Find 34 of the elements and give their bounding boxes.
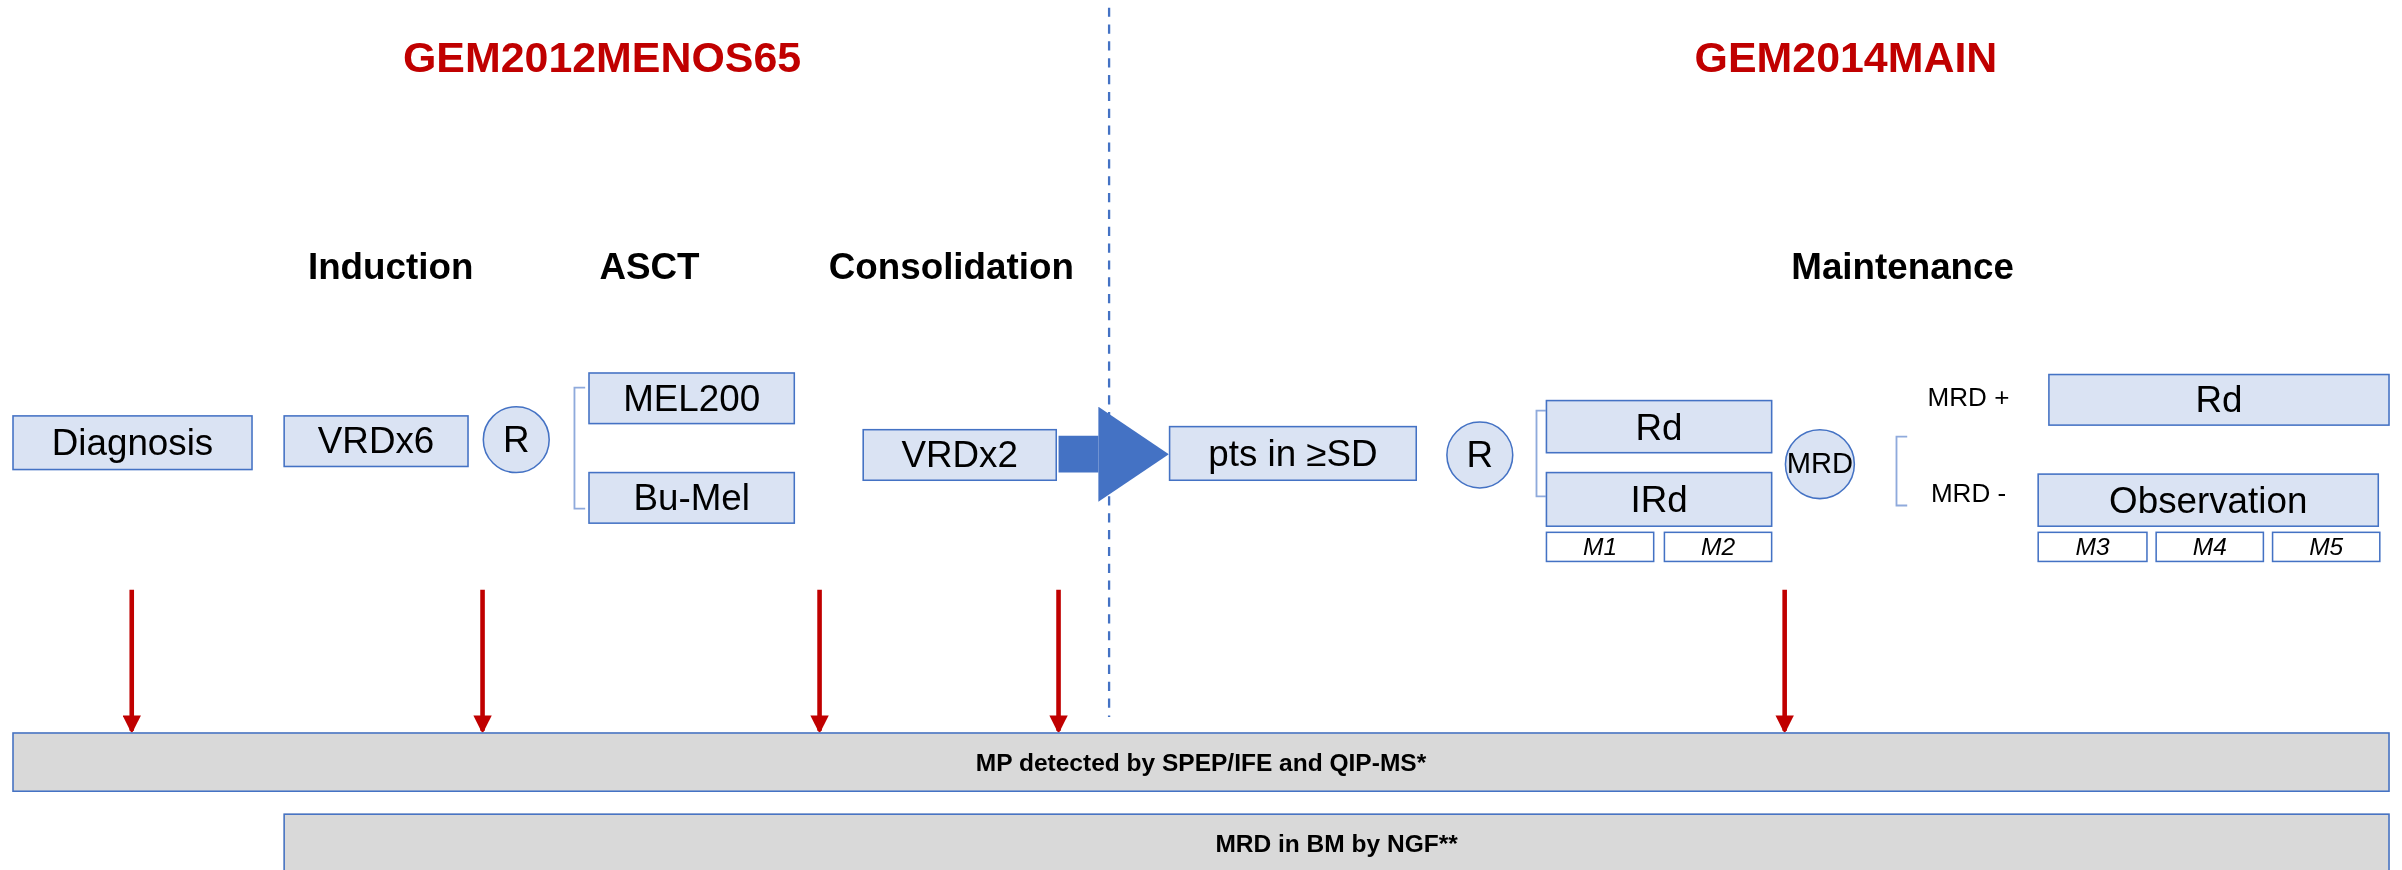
month-box: M3 [2037, 531, 2148, 563]
phase-heading: ASCT [599, 245, 700, 288]
arrow [810, 589, 829, 734]
process-box: Rd [2048, 373, 2390, 426]
randomization-circle: R [482, 405, 550, 474]
month-box: M5 [2271, 531, 2381, 563]
month-box: M1 [1545, 531, 1655, 563]
randomization-circle: MRD [1784, 428, 1856, 500]
process-box: pts in ≥SD [1168, 425, 1417, 481]
process-box: IRd [1545, 471, 1773, 527]
process-box: Observation [2037, 473, 2380, 527]
month-box: M2 [1663, 531, 1773, 563]
process-box: Rd [1545, 399, 1773, 454]
process-box: Diagnosis [12, 415, 253, 471]
branch-label: MRD - [1930, 479, 2007, 511]
process-box: MEL200 [588, 372, 796, 425]
month-box: M4 [2155, 531, 2265, 563]
phase-heading: Induction [307, 245, 474, 288]
process-box: Bu-Mel [588, 471, 796, 524]
phase-heading: Maintenance [1791, 245, 2014, 288]
study-title: GEM2012MENOS65 [402, 33, 802, 83]
arrow [1049, 589, 1068, 734]
study-title: GEM2014MAIN [1694, 33, 1998, 83]
assessment-bar: MP detected by SPEP/IFE and QIP-MS* [12, 732, 2390, 792]
phase-heading: Consolidation [828, 245, 1074, 288]
arrow [1775, 589, 1794, 734]
process-box: VRDx6 [283, 415, 469, 468]
randomization-circle: R [1446, 421, 1514, 489]
branch-label: MRD + [1927, 383, 2010, 414]
arrow [473, 589, 492, 734]
assessment-bar: MRD in BM by NGF** [283, 813, 2390, 870]
process-box: VRDx2 [862, 428, 1057, 481]
arrow [122, 589, 141, 734]
block-arrow [1058, 406, 1169, 502]
